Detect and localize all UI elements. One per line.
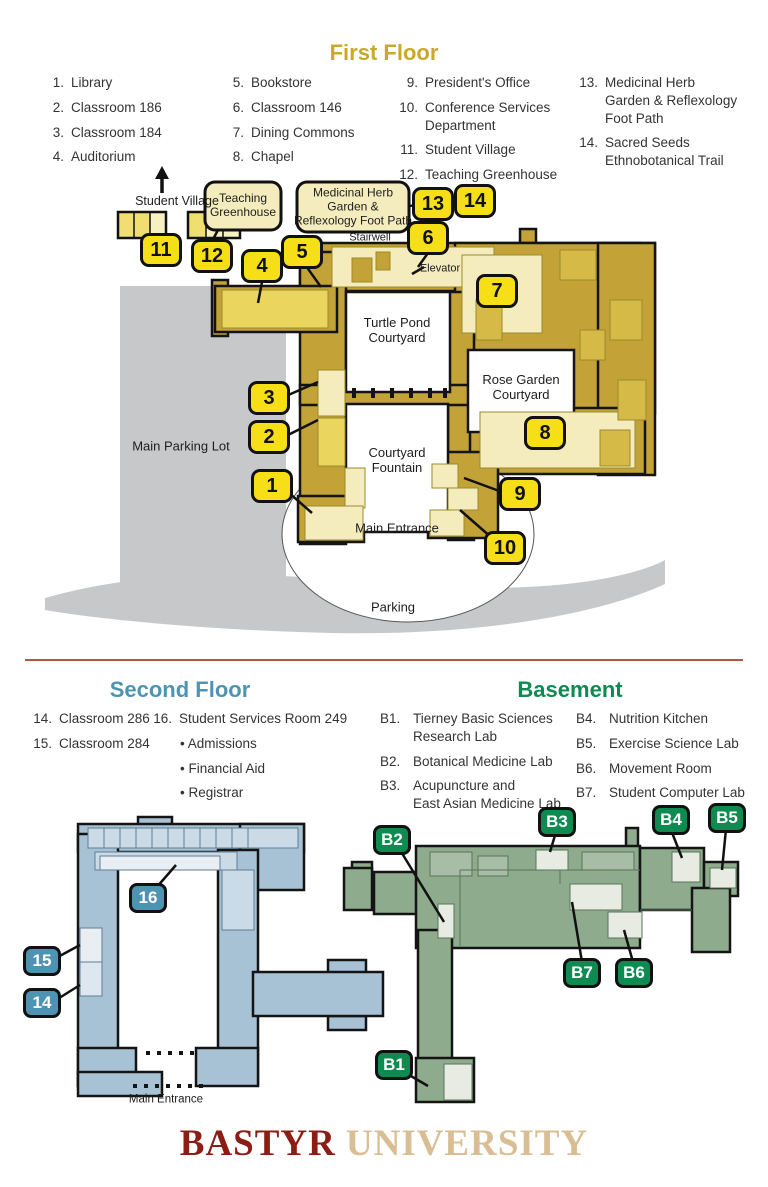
stairwell-label: Stairwell — [349, 231, 391, 244]
badge-6: 6 — [407, 221, 449, 255]
badge-10: 10 — [484, 531, 526, 565]
second-floor-entrance-dots — [133, 1051, 203, 1088]
second-floor-title: Second Floor — [109, 677, 251, 702]
legend-item: B2.Botanical Medicine Lab — [380, 753, 553, 769]
legend-item: 15.Classroom 284 — [33, 735, 150, 751]
elevator-label: Elevator — [419, 262, 461, 275]
legend-item: B3.Acupuncture and East Asian Medicine L… — [380, 778, 561, 812]
legend-second-floor-col1: 14.Classroom 286 15.Classroom 284 — [30, 710, 150, 760]
main-parking-lot-label: Main Parking Lot — [132, 438, 230, 454]
legend-item: B7.Student Computer Lab — [576, 785, 745, 801]
badge-b5: B5 — [708, 803, 746, 833]
legend-bullet: Financial Aid — [180, 760, 347, 778]
turtle-pond-courtyard-shape — [344, 290, 452, 394]
badge-12: 12 — [191, 239, 233, 273]
first-floor-title: First Floor — [329, 40, 439, 65]
teaching-greenhouse-box — [203, 180, 283, 232]
legend-item: 5.Bookstore — [232, 75, 312, 90]
legend-item: 6.Classroom 146 — [232, 99, 342, 115]
legend-item: 4.Auditorium — [52, 149, 136, 165]
medicinal-herb-box — [295, 180, 411, 234]
second-floor-rooms — [79, 827, 299, 997]
legend-item: 14.Sacred Seeds Ethnobotanical Trail — [579, 135, 724, 169]
legend-item: 1.Library — [52, 75, 113, 90]
badge-5: 5 — [281, 235, 323, 269]
legend-item: B4.Nutrition Kitchen — [576, 711, 709, 726]
badge-4: 4 — [241, 249, 283, 283]
second-floor-plan — [55, 815, 385, 1098]
courtyard-ticks — [352, 388, 447, 398]
legend-item: B1.Tierney Basic Sciences Research Lab — [380, 711, 553, 744]
badge-15: 15 — [23, 946, 61, 976]
badge-b7: B7 — [563, 958, 601, 988]
badge-b1: B1 — [375, 1050, 413, 1080]
legend-basement-col2: B4.Nutrition Kitchen B5.Exercise Science… — [576, 710, 745, 809]
legend-item: B5.Exercise Science Lab — [576, 735, 739, 751]
badge-11: 11 — [140, 233, 182, 267]
legend-item: 14.Classroom 286 — [33, 711, 150, 726]
badge-b6: B6 — [615, 958, 653, 988]
badge-7: 7 — [476, 274, 518, 308]
rose-garden-label: Rose Garden Courtyard — [482, 372, 560, 402]
parking-label: Parking — [370, 599, 416, 615]
badge-9: 9 — [499, 477, 541, 511]
legend-bullet: Admissions — [180, 735, 347, 753]
basement-title: Basement — [517, 677, 623, 702]
legend-item: 16.Student Services Room 249 — [153, 711, 348, 726]
badge-8: 8 — [524, 416, 566, 450]
logo-bastyr: BASTYR — [179, 1123, 336, 1164]
legend-item: B6.Movement Room — [576, 760, 712, 776]
student-village-label: Student Village — [135, 193, 219, 208]
legend-first-floor-col3: 9.President's Office 10.Conference Servi… — [396, 74, 557, 191]
legend-item: 10.Conference Services Department — [399, 99, 551, 133]
legend-item: 13.Medicinal Herb Garden & Reflexology F… — [579, 75, 738, 126]
badge-2: 2 — [248, 420, 290, 454]
badge-3: 3 — [248, 381, 290, 415]
main-entrance-label: Main Entrance — [355, 520, 439, 536]
legend-item: 8.Chapel — [232, 149, 294, 165]
badge-b2: B2 — [373, 825, 411, 855]
teaching-greenhouse-label: Teaching Greenhouse — [209, 191, 277, 219]
basement-plan — [342, 826, 740, 1104]
logo-university: UNIVERSITY — [345, 1123, 589, 1164]
legend-item: 9.President's Office — [406, 75, 531, 90]
badge-1: 1 — [251, 469, 293, 503]
badge-14: 14 — [454, 184, 496, 218]
badge-13: 13 — [412, 187, 454, 221]
legend-item: 11.Student Village — [400, 142, 516, 158]
basement-pointers — [398, 828, 728, 1088]
badge-b4: B4 — [652, 805, 690, 835]
legend-second-floor-col2: 16.Student Services Room 249 Admissions … — [150, 710, 347, 809]
courtyard-fountain-label: Courtyard Fountain — [368, 445, 426, 475]
legend-bullet: Registrar — [180, 784, 347, 802]
legend-item: 2.Classroom 186 — [52, 99, 162, 115]
badge-16: 16 — [129, 883, 167, 913]
section-divider — [25, 659, 743, 661]
legend-basement-col1: B1.Tierney Basic Sciences Research Lab B… — [380, 710, 561, 820]
main-entrance-2-label: Main Entrance — [128, 1093, 204, 1106]
first-floor-plan — [45, 166, 665, 634]
badge-14-second: 14 — [23, 988, 61, 1018]
medicinal-herb-label: Medicinal Herb Garden & Reflexology Foot… — [293, 185, 413, 227]
turtle-pond-label: Turtle Pond Courtyard — [363, 315, 431, 345]
legend-first-floor-col1: 1.Library 2.Classroom 186 3.Classroom 18… — [42, 74, 162, 173]
legend-item: 7.Dining Commons — [232, 124, 355, 140]
legend-item: 12.Teaching Greenhouse — [399, 167, 558, 183]
legend-first-floor-col2: 5.Bookstore 6.Classroom 146 7.Dining Com… — [222, 74, 355, 173]
badge-b3: B3 — [538, 807, 576, 837]
legend-item: 3.Classroom 184 — [52, 124, 162, 140]
legend-first-floor-col4: 13.Medicinal Herb Garden & Reflexology F… — [576, 74, 737, 177]
